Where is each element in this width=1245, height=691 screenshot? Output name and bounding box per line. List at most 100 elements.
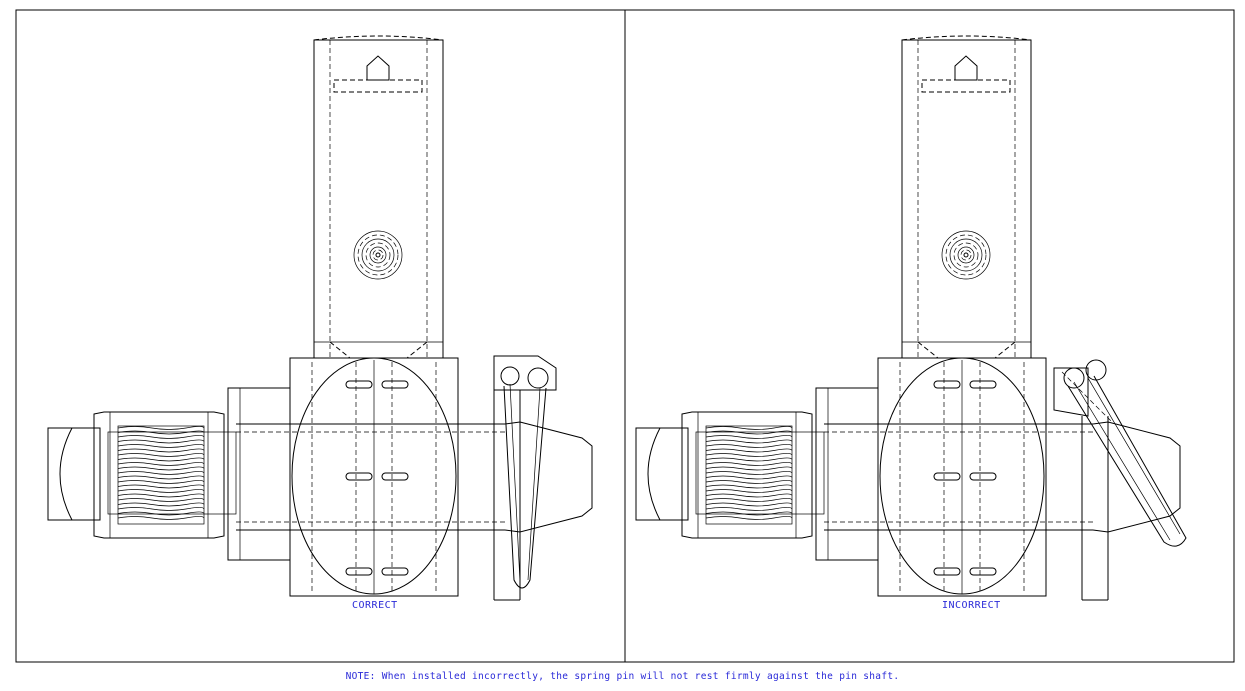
thread-line <box>117 466 205 471</box>
label-incorrect: INCORRECT <box>942 600 1001 611</box>
thread-line <box>705 489 793 493</box>
thread-line <box>117 457 205 462</box>
ball-slot <box>381 567 409 576</box>
thread-line <box>117 430 205 435</box>
thread-line <box>117 484 205 489</box>
thread-line <box>117 444 205 448</box>
thread-line <box>117 502 205 507</box>
arm-chamfer-lines <box>917 341 1016 359</box>
thread-line <box>705 444 793 448</box>
thread-line <box>705 484 793 489</box>
ball-slot <box>345 567 373 576</box>
ball-slot <box>381 380 409 389</box>
label-correct: CORRECT <box>352 600 398 611</box>
grease-fitting-ring <box>949 238 983 272</box>
rod-end-curve <box>647 427 661 521</box>
thread-line <box>117 516 205 520</box>
grease-fitting-ring <box>960 249 972 261</box>
thread-line <box>117 435 205 439</box>
taper-join-top <box>1092 421 1109 425</box>
thread-line <box>705 507 793 511</box>
thread-line <box>705 498 793 502</box>
ball-slot <box>381 472 409 481</box>
thread-line <box>117 453 205 457</box>
arm-top-tip <box>366 55 390 81</box>
thread-line <box>705 511 793 516</box>
collar <box>227 387 291 561</box>
ball-slot <box>933 472 961 481</box>
grease-fitting-ring <box>372 249 384 261</box>
grease-fitting-center <box>375 252 381 258</box>
rod-end-curve <box>59 427 73 521</box>
panel-incorrect-assembly <box>635 35 1187 601</box>
thread-line <box>117 426 205 430</box>
collar <box>815 387 879 561</box>
arm-top-curve <box>313 35 444 41</box>
grease-fitting-ring <box>357 234 399 276</box>
thread-line <box>705 475 793 480</box>
spring-pin-inner <box>509 383 541 583</box>
clip-eye-right <box>1085 359 1107 381</box>
threaded-rod <box>695 431 825 515</box>
threaded-rod <box>107 431 237 515</box>
ball-slot <box>969 380 997 389</box>
rod-end <box>47 427 101 521</box>
thread-line <box>117 489 205 493</box>
ball-slot <box>933 380 961 389</box>
thread-line <box>705 435 793 439</box>
thread-line <box>705 471 793 475</box>
installation-note: NOTE: When installed incorrectly, the sp… <box>345 671 900 682</box>
thread-line <box>705 466 793 471</box>
clip-bracket <box>493 355 557 391</box>
ball-slot <box>969 472 997 481</box>
ball-slot <box>933 567 961 576</box>
spring-pin-loop <box>503 385 547 589</box>
ball-slot <box>969 567 997 576</box>
grease-fitting-ring <box>953 242 979 268</box>
arm-chamfer-lines <box>329 341 428 359</box>
grease-fitting-ring <box>957 246 975 264</box>
thread-line <box>705 462 793 466</box>
thread-line <box>705 430 793 435</box>
thread-line <box>705 493 793 498</box>
arm-top-bore <box>921 79 1011 93</box>
panel-correct-assembly <box>47 35 593 601</box>
grease-fitting <box>941 230 991 280</box>
spring-pin-hidden <box>1061 371 1113 423</box>
thread-line <box>117 462 205 466</box>
clip-eye-left <box>500 366 520 386</box>
taper-join-top <box>504 421 521 425</box>
thread-line <box>117 439 205 444</box>
ball-slot <box>345 472 373 481</box>
grease-fitting-ring <box>361 238 395 272</box>
grease-fitting-ring <box>945 234 987 276</box>
nut-thread-zone <box>117 425 205 525</box>
rod-end <box>635 427 689 521</box>
grease-fitting-ring <box>365 242 391 268</box>
hex-nut <box>681 411 813 539</box>
grease-fitting-ring <box>941 230 991 280</box>
thread-line <box>705 502 793 507</box>
thread-line <box>117 498 205 502</box>
spring-pin-inner <box>1073 377 1181 541</box>
thread-line <box>117 507 205 511</box>
clip-eye-left <box>1063 367 1085 389</box>
arm-body <box>901 39 1032 359</box>
thread-line <box>705 426 793 430</box>
thread-line <box>705 448 793 453</box>
thread-line <box>117 493 205 498</box>
taper-join-bottom <box>1092 529 1109 533</box>
grease-fitting-ring <box>369 246 387 264</box>
spring-pin-loop <box>1067 375 1187 547</box>
grease-fitting-ring <box>353 230 403 280</box>
thread-line <box>705 453 793 457</box>
thread-line <box>117 448 205 453</box>
arm-top-curve <box>901 35 1032 41</box>
nut-threads <box>117 426 205 520</box>
thread-line <box>117 475 205 480</box>
arm-body <box>313 39 444 359</box>
grease-fitting <box>353 230 403 280</box>
thread-line <box>705 457 793 462</box>
arm-top-bore <box>333 79 423 93</box>
clip-eye-right <box>527 367 549 389</box>
